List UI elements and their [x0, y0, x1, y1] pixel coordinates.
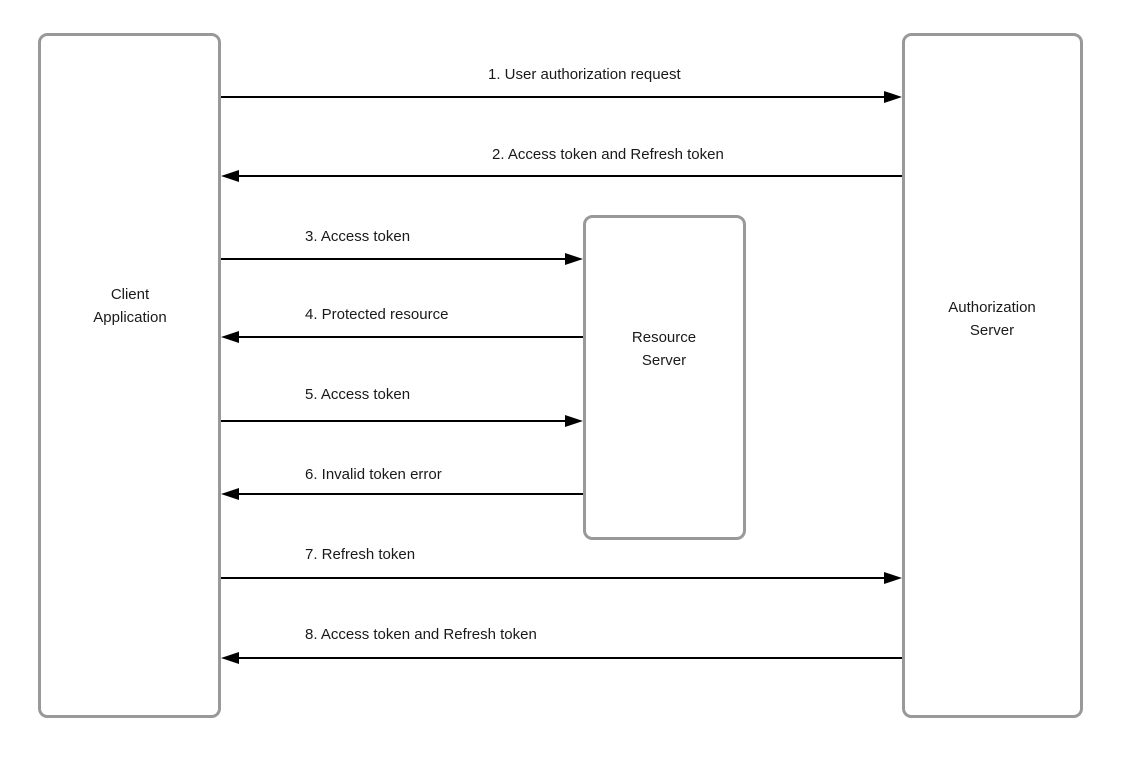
message-label-5: 5. Access token	[305, 386, 410, 403]
message-2[interactable]: 2. Access token and Refresh token	[221, 146, 902, 182]
participant-box-resource[interactable]	[583, 215, 746, 540]
message-arrowhead-4	[221, 331, 239, 343]
message-4[interactable]: 4. Protected resource	[221, 306, 583, 343]
message-label-4: 4. Protected resource	[305, 306, 448, 323]
message-arrowhead-6	[221, 488, 239, 500]
message-3[interactable]: 3. Access token	[221, 228, 583, 265]
message-arrowhead-7	[884, 572, 902, 584]
participant-label-client-line1: Client	[111, 286, 150, 303]
message-arrowhead-3	[565, 253, 583, 265]
message-7[interactable]: 7. Refresh token	[221, 546, 902, 584]
message-arrowhead-2	[221, 170, 239, 182]
message-label-2: 2. Access token and Refresh token	[492, 146, 724, 163]
participant-label-authorization-line2: Server	[970, 322, 1014, 339]
messages-layer: 1. User authorization request 2. Access t…	[221, 66, 902, 664]
participant-box-client[interactable]	[38, 33, 221, 718]
message-8[interactable]: 8. Access token and Refresh token	[221, 626, 902, 664]
participant-label-resource-line2: Server	[642, 352, 686, 369]
participant-box-authorization[interactable]	[902, 33, 1083, 718]
message-label-8: 8. Access token and Refresh token	[305, 626, 537, 643]
message-label-7: 7. Refresh token	[305, 546, 415, 563]
participant-label-authorization-line1: Authorization	[948, 299, 1036, 316]
message-label-6: 6. Invalid token error	[305, 466, 442, 483]
message-5[interactable]: 5. Access token	[221, 386, 583, 427]
message-arrowhead-1	[884, 91, 902, 103]
message-label-3: 3. Access token	[305, 228, 410, 245]
message-arrowhead-5	[565, 415, 583, 427]
message-1[interactable]: 1. User authorization request	[221, 66, 902, 103]
message-label-1: 1. User authorization request	[488, 66, 681, 83]
participants-layer: ClientApplicationResourceServerAuthoriza…	[38, 33, 1083, 718]
participant-label-resource-line1: Resource	[632, 329, 696, 346]
participant-label-client-line2: Application	[93, 309, 166, 326]
message-6[interactable]: 6. Invalid token error	[221, 466, 583, 500]
message-arrowhead-8	[221, 652, 239, 664]
